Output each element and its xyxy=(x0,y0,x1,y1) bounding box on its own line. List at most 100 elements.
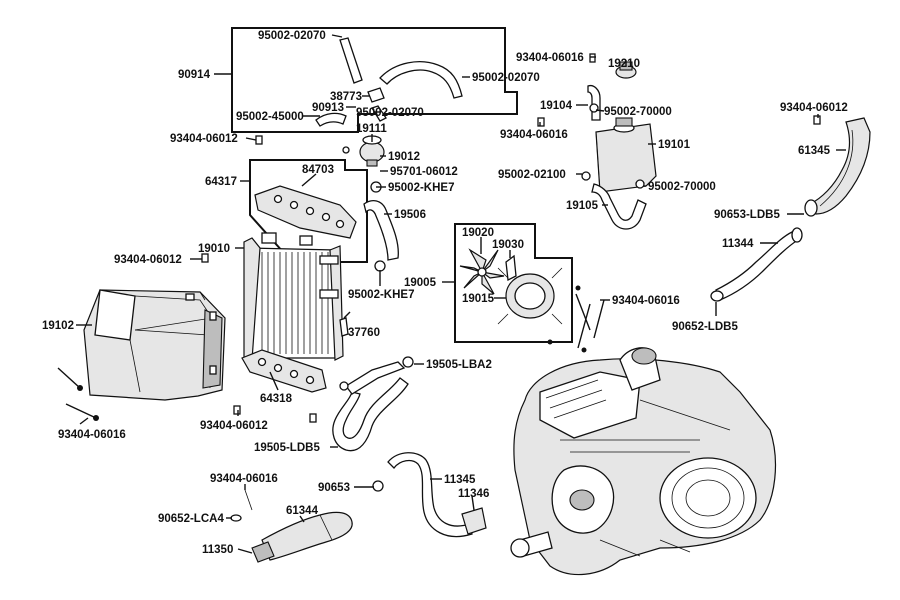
hose-clamp-icon xyxy=(635,179,645,189)
label-11345: 11345 xyxy=(444,474,476,486)
clamp-11350 xyxy=(251,541,275,563)
bolt-icon xyxy=(233,405,241,415)
label-19505-ldb5: 19505-LDB5 xyxy=(254,442,320,454)
top-hoses xyxy=(315,37,463,127)
label-95002-khe7: 95002-KHE7 xyxy=(348,289,414,301)
label-61345: 61345 xyxy=(798,145,831,157)
label-19020: 19020 xyxy=(462,227,494,239)
hose-clamp-icon xyxy=(339,381,349,391)
label-19111: 19111 xyxy=(356,123,387,135)
hose-clamp-icon xyxy=(402,356,414,368)
radiator-core xyxy=(243,232,344,361)
bolt-icon xyxy=(255,135,263,145)
label-37760: 37760 xyxy=(348,327,380,339)
label-93404-06016: 93404-06016 xyxy=(612,295,680,307)
label-11344: 11344 xyxy=(722,238,754,250)
lower-bracket xyxy=(241,349,327,393)
label-19015: 19015 xyxy=(462,293,495,305)
bolt-icon xyxy=(244,489,253,511)
engine-block xyxy=(510,347,777,576)
hose-clamp-icon xyxy=(230,514,242,522)
label-93404-06016: 93404-06016 xyxy=(500,129,568,141)
radiator-bracket-group-box xyxy=(249,159,368,263)
hose-clamp-icon xyxy=(804,199,818,217)
leader-lines xyxy=(76,34,846,554)
duct-61345 xyxy=(809,117,871,215)
hose-19105 xyxy=(591,183,647,230)
bolt-icon xyxy=(309,413,317,423)
label-95701-06012: 95701-06012 xyxy=(390,166,458,178)
bolt-icon xyxy=(342,146,350,154)
label-38773: 38773 xyxy=(330,91,362,103)
bolt-icon xyxy=(589,53,596,63)
label-95002-45000: 95002-45000 xyxy=(236,111,304,123)
bolt-icon xyxy=(537,117,545,127)
bolt-icon xyxy=(813,115,821,125)
label-19012: 19012 xyxy=(388,151,420,163)
fan-housing xyxy=(497,267,563,325)
label-19210: 19210 xyxy=(608,58,640,70)
reservoir-tank-19101 xyxy=(595,117,657,193)
label-64317: 64317 xyxy=(205,176,237,188)
duct-61344 xyxy=(261,511,353,561)
label-95002-70000: 95002-70000 xyxy=(648,181,716,193)
label-11350: 11350 xyxy=(202,544,233,556)
label-19005: 19005 xyxy=(404,277,437,289)
hose-clamp-icon xyxy=(791,227,803,243)
hose-11345 xyxy=(387,452,473,538)
label-61344: 61344 xyxy=(286,505,319,517)
label-19030: 19030 xyxy=(492,239,524,251)
label-19010: 19010 xyxy=(198,243,230,255)
thermo-sensor-11346 xyxy=(461,507,487,535)
label-95002-khe7: 95002-KHE7 xyxy=(388,182,454,194)
label-93404-06016: 93404-06016 xyxy=(58,429,126,441)
label-90653: 90653 xyxy=(318,482,350,494)
hose-19505-ldb5 xyxy=(332,377,409,452)
fan-assembly-group-box xyxy=(454,223,573,343)
label-11346: 11346 xyxy=(458,488,489,500)
hose-19104 xyxy=(587,84,601,121)
label-19105: 19105 xyxy=(566,200,599,212)
hose-clamp-icon xyxy=(581,171,591,181)
label-95002-02070: 95002-02070 xyxy=(356,107,424,119)
part-labels: 95002-02070 90914 95002-02070 38773 9091… xyxy=(42,30,848,556)
label-93404-06016: 93404-06016 xyxy=(210,473,278,485)
fan-shroud xyxy=(83,289,226,401)
label-93404-06016: 93404-06016 xyxy=(516,52,584,64)
label-90913: 90913 xyxy=(312,102,344,114)
label-84703: 84703 xyxy=(302,164,334,176)
label-90914: 90914 xyxy=(178,69,211,81)
label-95002-02100: 95002-02100 xyxy=(498,169,566,181)
hose-clamp-icon xyxy=(710,290,724,302)
hose-clamp-icon xyxy=(372,480,384,492)
label-93404-06012: 93404-06012 xyxy=(780,102,848,114)
label-95002-02070: 95002-02070 xyxy=(258,30,326,42)
label-19505-lba2: 19505-LBA2 xyxy=(426,359,492,371)
label-64318: 64318 xyxy=(260,393,293,405)
upper-bracket xyxy=(254,185,357,239)
label-95002-02070: 95002-02070 xyxy=(472,72,540,84)
label-93404-06012: 93404-06012 xyxy=(114,254,182,266)
label-90653-ldb5: 90653-LDB5 xyxy=(714,209,780,221)
hose-clamp-icon xyxy=(374,260,386,272)
label-95002-70000: 95002-70000 xyxy=(604,106,672,118)
label-90652-lca4: 90652-LCA4 xyxy=(158,513,224,525)
label-90652-ldb5: 90652-LDB5 xyxy=(672,321,738,333)
bolt-icon xyxy=(201,253,209,263)
shroud-mount-bolts xyxy=(57,293,195,421)
label-19101: 19101 xyxy=(658,139,691,151)
fan-motor-19030 xyxy=(505,254,517,281)
hose-19505-lba2 xyxy=(345,361,406,395)
fan-bolts xyxy=(547,285,605,353)
hose-kit-group-box xyxy=(231,27,518,133)
label-19506: 19506 xyxy=(394,209,426,221)
label-93404-06012: 93404-06012 xyxy=(200,420,268,432)
label-19102: 19102 xyxy=(42,320,74,332)
label-19104: 19104 xyxy=(540,100,573,112)
hose-19506 xyxy=(363,199,399,261)
fan-blade xyxy=(459,248,505,295)
drain-plug-icon xyxy=(339,317,349,337)
label-93404-06012: 93404-06012 xyxy=(170,133,238,145)
